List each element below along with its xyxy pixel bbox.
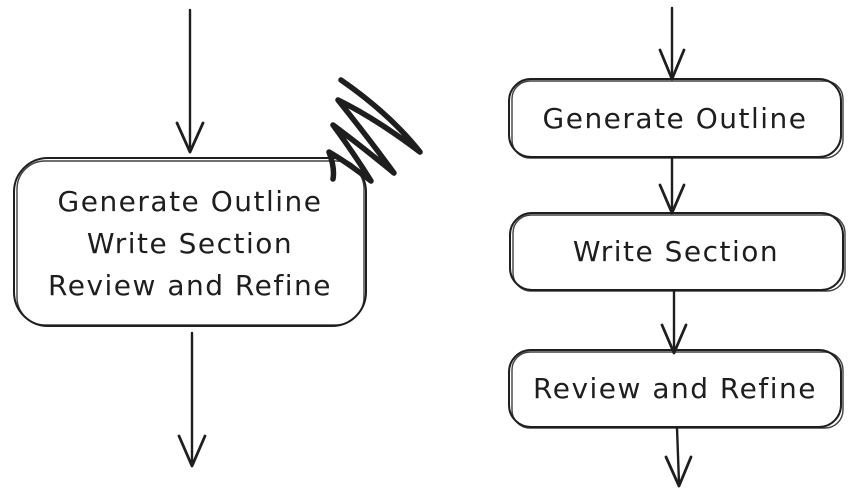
right-node-review-and-refine: Review and Refine (508, 349, 844, 429)
node-label-line1: Generate Outline (58, 185, 323, 218)
node-box-sketch-pass (16, 160, 365, 326)
arrow-head-icon (660, 323, 688, 355)
arrow-head-icon (175, 121, 205, 154)
node-label: Generate Outline (543, 102, 808, 135)
node-label-line2: Write Section (87, 227, 293, 260)
right-flow: Generate Outline Write Section (508, 6, 846, 488)
arrow-head-icon (177, 434, 207, 468)
left-combined-node: Generate Outline Write Section Review an… (13, 157, 367, 327)
node-box (509, 212, 844, 291)
arrow-head-icon (664, 455, 693, 488)
scribble-icon (326, 77, 423, 184)
node-box (508, 349, 842, 428)
node-box (508, 78, 842, 158)
node-box (13, 157, 367, 327)
arrow-line (675, 426, 681, 485)
left-flow: Generate Outline Write Section Review an… (13, 8, 423, 468)
node-label-line3: Review and Refine (48, 269, 332, 302)
node-label: Write Section (573, 235, 779, 268)
node-label: Review and Refine (533, 372, 817, 405)
left-incoming-arrow (175, 8, 205, 154)
right-connector-arrow-1 (658, 156, 686, 215)
node-box-sketch-pass (512, 214, 846, 292)
right-node-generate-outline: Generate Outline (508, 78, 844, 159)
left-outgoing-arrow (177, 331, 207, 468)
right-incoming-arrow (658, 6, 686, 81)
node-box-sketch-pass (511, 80, 844, 159)
right-node-write-section: Write Section (509, 212, 846, 292)
right-connector-arrow-2 (660, 289, 688, 355)
right-outgoing-arrow (664, 426, 693, 488)
